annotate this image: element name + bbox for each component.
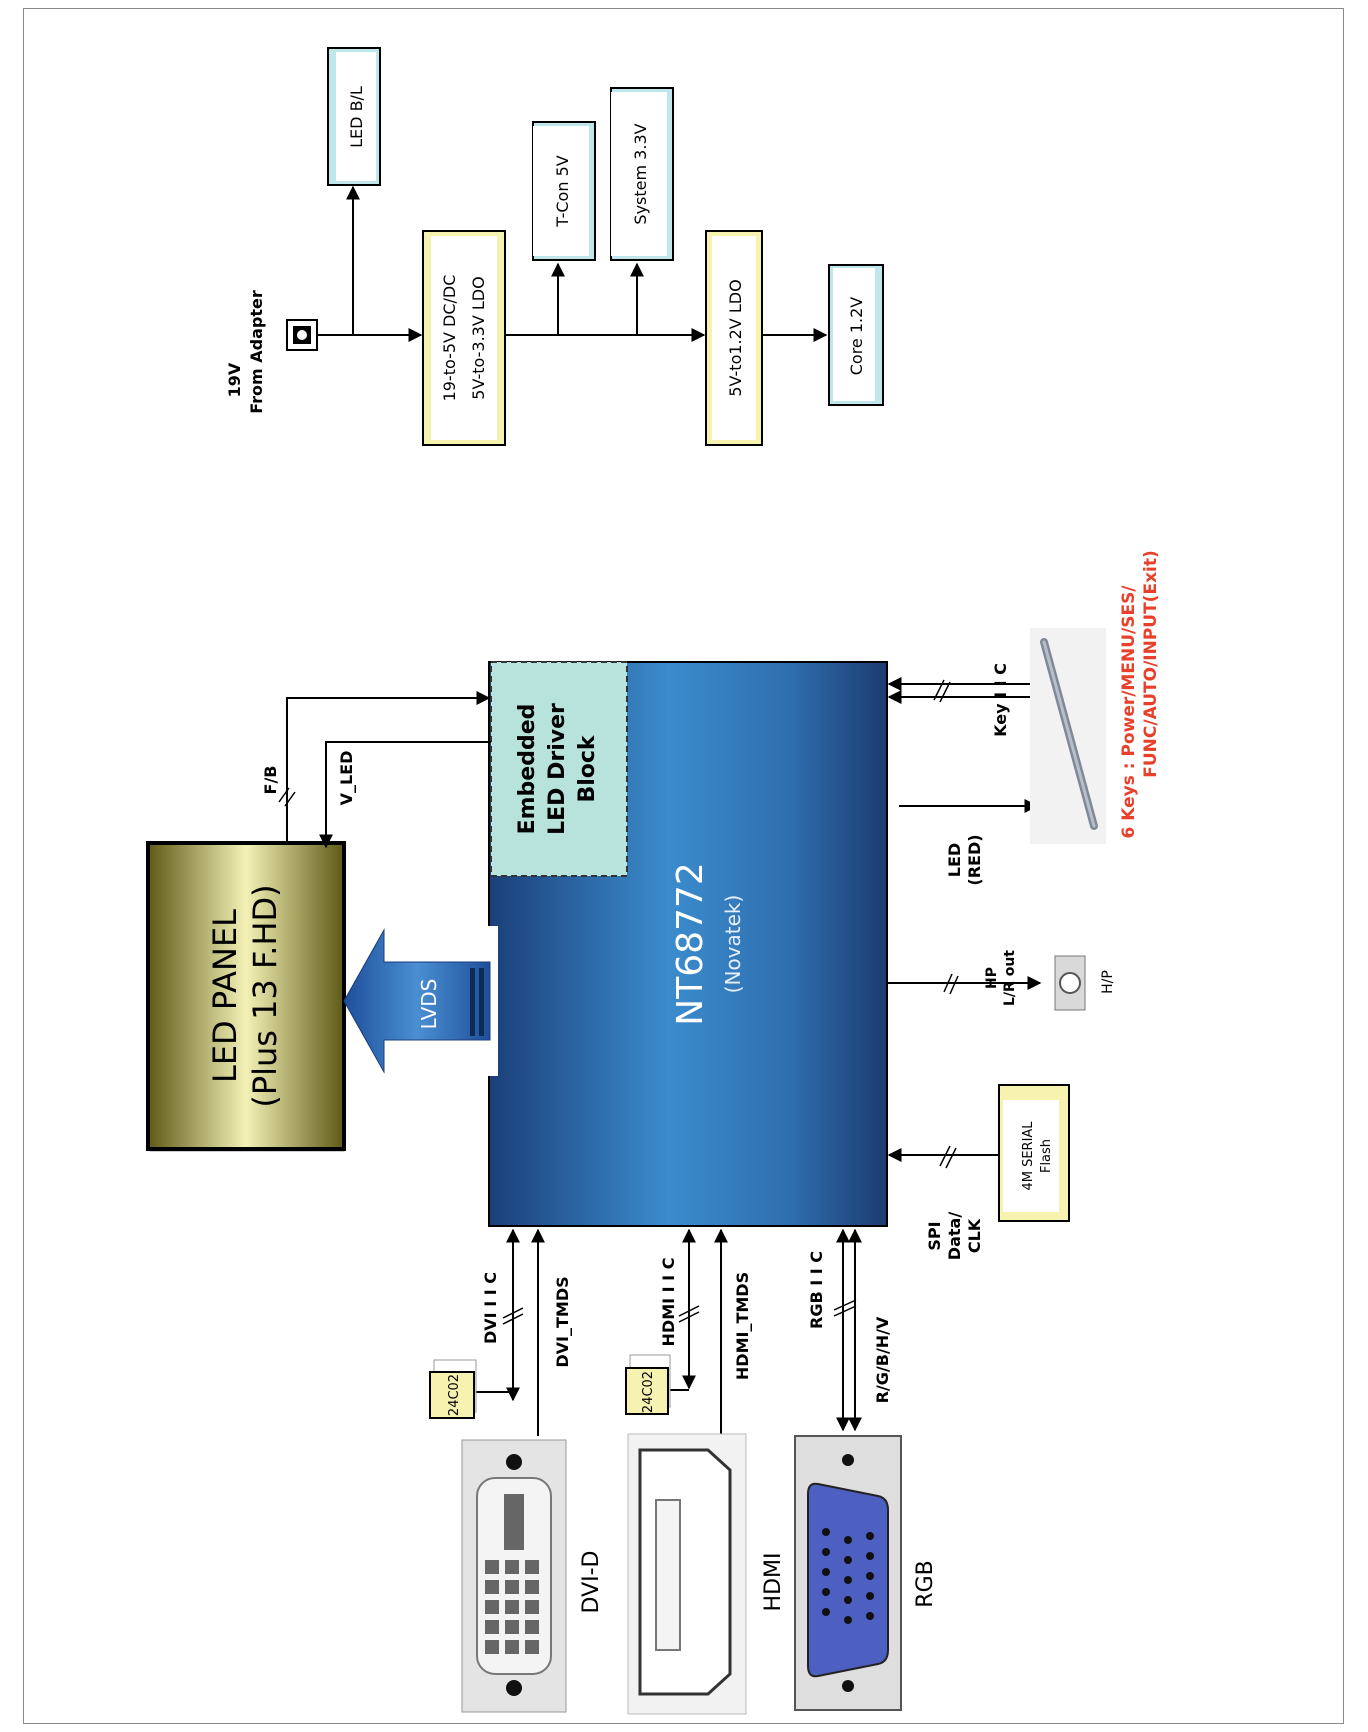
hdmi-label: HDMI [761, 1553, 786, 1612]
dvi-connector-icon: DVI-D [461, 1439, 604, 1713]
led-panel: LED PANEL (Plus 13 F.HD) [146, 841, 346, 1152]
label-key-iic: Key I I C [991, 663, 1010, 737]
led-driver-label-3: Block [575, 734, 600, 802]
block-led-bl-label: LED B/L [347, 86, 366, 148]
block-ldo-label: 5V-to1.2V LDO [726, 279, 745, 396]
headphone-jack-icon: H/P [1054, 955, 1116, 1011]
block-core-label: Core 1.2V [847, 297, 866, 376]
label-fb: F/B [261, 766, 280, 795]
block-dcdc-label-2: 5V-to-3.3V LDO [469, 276, 488, 399]
power-input-label-adapter: From Adapter [247, 290, 266, 414]
label-hp-1: HP [984, 967, 1000, 989]
dvi-signals: DVI I I C DVI_TMDS [476, 1228, 572, 1436]
panel-label-1: LED PANEL [206, 909, 244, 1083]
lvds-label: LVDS [417, 979, 441, 1030]
label-hdmi-tmds: HDMI_TMDS [733, 1272, 752, 1380]
flash-label-1: 4M SERIAL [1021, 1121, 1036, 1191]
block-tcon-label: T-Con 5V [553, 155, 572, 227]
keys-label-1: 6 Keys : Power/MENU/SES/ [1119, 585, 1139, 839]
label-dvi-tmds: DVI_TMDS [553, 1276, 572, 1367]
block-system-label: System 3.3V [631, 123, 650, 224]
label-led-red-2: (RED) [965, 834, 984, 885]
eeprom-hdmi: 24C02 [625, 1354, 671, 1415]
feedback-signals: F/B V_LED [261, 691, 491, 849]
wire-vled [319, 741, 491, 849]
label-vled: V_LED [337, 751, 356, 806]
label-spi-3: CLK [965, 1218, 984, 1253]
block-system: System 3.3V [610, 87, 674, 261]
label-spi-2: Data/ [945, 1212, 964, 1261]
rgb-signals: RGB I I C R/G/B/H/V [807, 1228, 892, 1432]
key-iic-signal: Key I I C [887, 663, 1037, 737]
block-ldo: 5V-to1.2V LDO [705, 230, 763, 446]
keys-description: 6 Keys : Power/MENU/SES/ FUNC/AUTO/INPUT… [1119, 550, 1161, 838]
block-led-bl: LED B/L [327, 47, 381, 186]
wire-fb [286, 691, 491, 843]
label-rgbhv: R/G/B/H/V [873, 1316, 892, 1403]
eeprom-dvi-label: 24C02 [447, 1374, 462, 1416]
flash-label-2: Flash [1039, 1139, 1054, 1173]
panel-label-2: (Plus 13 F.HD) [246, 884, 284, 1107]
label-spi-1: SPI [925, 1221, 944, 1250]
led-driver-label-2: LED Driver [545, 703, 570, 835]
power-input-label-19v: 19V [225, 362, 244, 397]
vga-connector-icon: RGB [794, 1435, 938, 1711]
block-dcdc-label-1: 19-to-5V DC/DC [440, 275, 459, 402]
led-red-signal: LED (RED) [899, 799, 1039, 886]
led-driver-block: Embedded LED Driver Block [490, 661, 628, 877]
hdmi-signals: HDMI I I C HDMI_TMDS [654, 1228, 752, 1434]
block-tcon: T-Con 5V [532, 121, 596, 261]
keypad-board-icon [1030, 628, 1106, 844]
label-hdmi-iic: HDMI I I C [659, 1258, 678, 1347]
dc-jack-icon [286, 319, 318, 351]
chip-name: NT68772 [670, 862, 711, 1025]
eeprom-hdmi-label: 24C02 [641, 1371, 656, 1413]
label-dvi-iic: DVI I I C [481, 1272, 500, 1344]
rgb-label: RGB [913, 1560, 938, 1607]
hp-signal: HP L/R out [887, 950, 1042, 1006]
label-hp-device: H/P [1100, 970, 1116, 994]
diagram-frame [23, 8, 1344, 1724]
hdmi-connector-icon: HDMI [627, 1433, 786, 1715]
label-rgb-iic: RGB I I C [807, 1251, 826, 1329]
chip-vendor: (Novatek) [721, 895, 745, 994]
keys-label-2: FUNC/AUTO/INPUT(Exit) [1141, 550, 1161, 778]
label-led-red-1: LED [945, 843, 964, 877]
block-spi-flash: 4M SERIAL Flash [998, 1084, 1070, 1222]
lvds-arrow: LVDS [343, 926, 498, 1076]
led-driver-label-1: Embedded [515, 704, 540, 835]
block-dcdc: 19-to-5V DC/DC 5V-to-3.3V LDO [422, 230, 506, 446]
spi-signal: SPI Data/ CLK [887, 1145, 999, 1261]
eeprom-dvi: 24C02 [429, 1359, 477, 1419]
power-section: 19V From Adapter LED B/L 19-to-5V DC/DC … [225, 47, 884, 446]
block-core: Core 1.2V [828, 264, 884, 406]
dvi-label: DVI-D [579, 1551, 604, 1614]
label-hp-2: L/R out [1002, 950, 1018, 1006]
